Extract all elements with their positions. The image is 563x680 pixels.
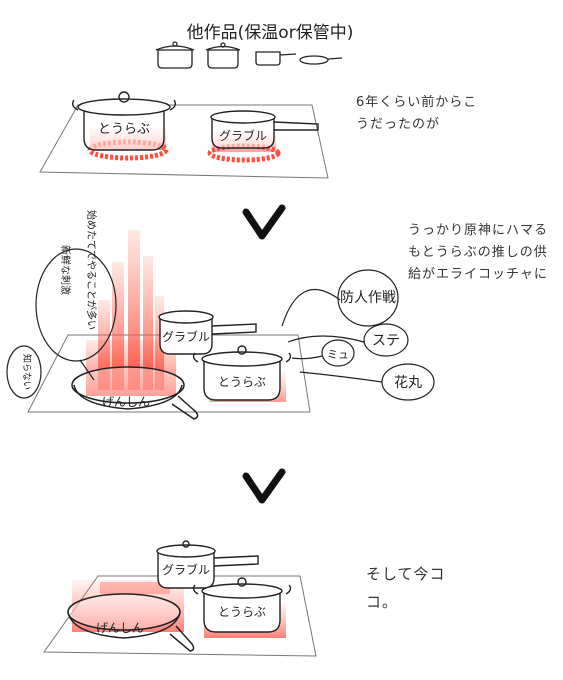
pot-label-touken: とうらぶ [218,375,266,389]
pot-label-touken: とうらぶ [98,122,150,137]
pan-label-genshin: げんしん [96,621,144,635]
frying-pan-genshin [71,366,199,420]
pot-label-granblue: グラブル [219,128,267,143]
pot-granblue [156,540,259,589]
arrow-down-1 [242,204,286,240]
pot-granblue [210,110,319,149]
title-text: 他作品(保温or保管中) [187,23,354,43]
pot-touken [71,91,177,151]
bubble-text-sute: ステ [372,333,400,349]
speech-bubble-small [6,345,42,399]
frying-pan-genshin [67,593,195,652]
bubble-left-line-1: 始めたてでやることが多い [85,210,98,330]
pot-label-touken: とうらぶ [218,605,266,619]
note-panel-2: うっかり原神にハマるもとうらぶの推しの供給がエライコッチャに [408,223,549,282]
panel-3: げんしん グラブル とうらぶ [43,540,317,657]
saucepan-icon [255,51,297,66]
pot-label-granblue: グラブル [162,329,210,344]
panel-1: とうらぶ グラブル [39,91,329,179]
speech-bubble-left [35,248,117,362]
pot-icon [155,41,195,69]
bubble-small-text: 知らない [21,354,33,390]
note-panel-1: 6年くらい前からこうだったのが [356,95,478,132]
bubble-text-hanamaru: 花丸 [394,375,422,391]
frying-pan-icon [299,55,343,65]
arrow-down-2 [242,468,286,504]
stovetop [39,104,329,179]
bubble-text-myu: ミュ [327,348,349,361]
bubble-sute [287,323,409,357]
pot-icon [205,42,241,69]
pot-label-granblue: グラブル [162,562,210,577]
bubble-sakimori [281,269,399,327]
note-panel-3: そして今ココ。 [366,565,446,611]
bubble-hanamaru [299,363,435,401]
panel-2: げんしん グラブル とうらぶ 始めたてでやることが多い 新鮮な刺激 知らない [6,210,435,420]
stovetop [43,575,317,657]
bubble-text-sakimori: 防人作戦 [340,290,396,306]
pot-granblue [158,310,257,355]
pot-touken [192,577,292,633]
cookware-icons [155,41,343,69]
pan-label-genshin: げんしん [102,395,150,409]
bubble-left-line-2: 新鮮な刺激 [59,245,72,295]
bubble-myu [291,339,355,367]
pot-touken [192,345,292,401]
stovetop [27,334,311,413]
burner-flame-left [72,580,184,632]
